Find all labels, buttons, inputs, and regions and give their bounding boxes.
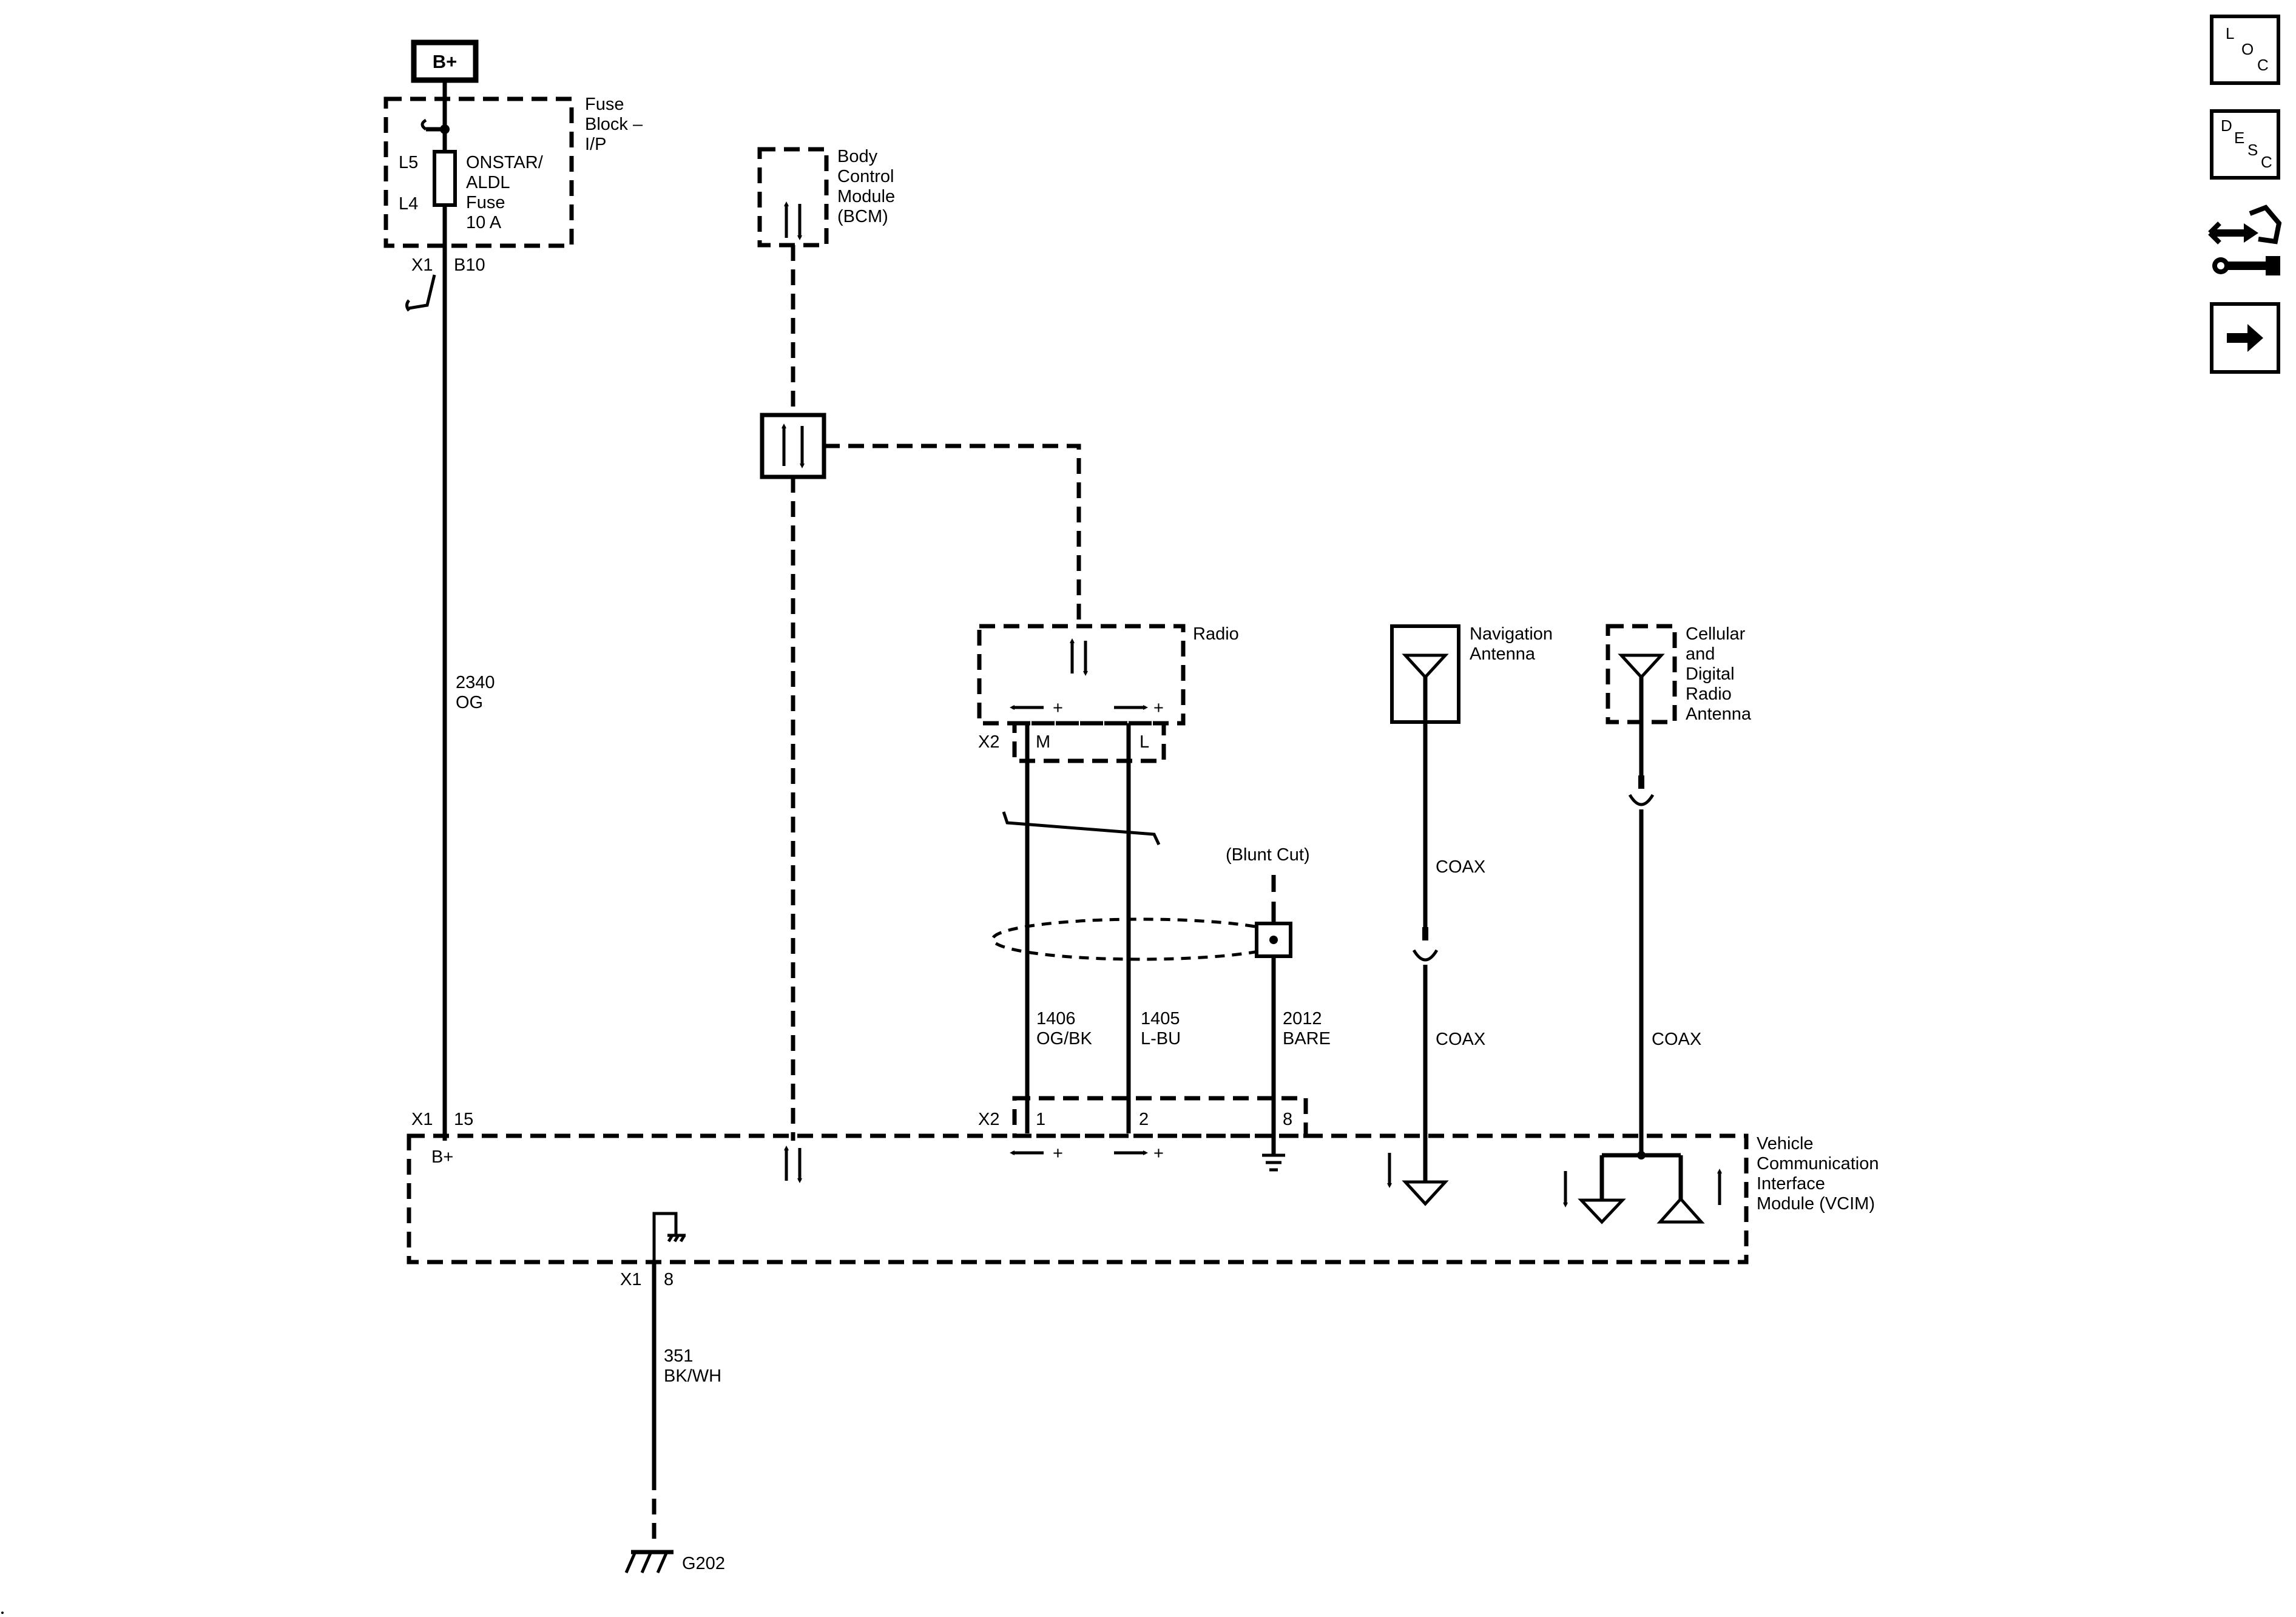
nav-coax-upper: COAX xyxy=(1436,857,1485,877)
description-view-button[interactable]: D E S C xyxy=(2210,109,2280,180)
loc-letter-c: C xyxy=(2257,56,2269,74)
bcm-label-4: (BCM) xyxy=(837,207,888,226)
fuse-position-top: L5 xyxy=(399,153,418,172)
ground-label: G202 xyxy=(682,1554,725,1573)
drain-circuit: 2012 xyxy=(1283,1009,1322,1028)
fuse-block: Fuse Block – I/P L5 L4 ONSTAR/ ALDL Fuse… xyxy=(383,80,643,275)
vcim-x1-pin15: 15 xyxy=(454,1110,473,1129)
radio-plus-a: + xyxy=(1053,698,1063,718)
vcim-label-1: Vehicle xyxy=(1757,1134,1814,1153)
vcim-label-4: Module (VCIM) xyxy=(1757,1194,1875,1214)
fuse-conn: X1 xyxy=(411,255,433,275)
fuse-label-3: Fuse xyxy=(466,193,505,212)
fuse-block-label-3: I/P xyxy=(585,135,606,154)
stray-dot xyxy=(1,1612,4,1614)
ground-wire-color: BK/WH xyxy=(664,1366,721,1386)
cell-antenna-label-5: Antenna xyxy=(1686,704,1752,724)
vcim-ground-pin: 8 xyxy=(664,1270,674,1289)
vcim-label-2: Communication xyxy=(1757,1154,1879,1173)
blunt-cut-label: (Blunt Cut) xyxy=(1226,845,1310,865)
body-control-module: Body Control Module (BCM) xyxy=(757,147,1081,1141)
power-wire: 2340 OG xyxy=(405,246,495,1141)
vcim-plus-a: + xyxy=(1053,1144,1063,1163)
cell-coax: COAX xyxy=(1652,1030,1701,1049)
diagnostic-tools-icon[interactable] xyxy=(2207,199,2283,275)
nav-coax-lower: COAX xyxy=(1436,1030,1485,1049)
bcm-label-2: Control xyxy=(837,167,894,186)
loc-letter-o: O xyxy=(2241,40,2254,58)
cell-antenna-label-1: Cellular xyxy=(1686,624,1746,644)
fuse-position-bottom: L4 xyxy=(399,194,418,214)
navigation-antenna: Navigation Antenna COAX COAX xyxy=(1387,624,1553,1206)
wire-a-circuit: 1406 xyxy=(1036,1009,1076,1028)
vcim-x2-pin2: 2 xyxy=(1139,1110,1149,1129)
fuse-label-2: ALDL xyxy=(466,173,510,192)
wire-a-color: OG/BK xyxy=(1036,1029,1093,1048)
radio-pin-l: L xyxy=(1140,732,1149,752)
loc-letter-l: L xyxy=(2226,24,2235,42)
desc-letter-d: D xyxy=(2221,116,2232,135)
desc-letter-s: S xyxy=(2247,141,2258,159)
ground-wire: 351 BK/WH G202 xyxy=(624,1262,725,1574)
fuse-label-4: 10 A xyxy=(466,213,502,232)
vcim-x2-pin8: 8 xyxy=(1283,1110,1292,1129)
fuse-block-label-2: Block – xyxy=(585,115,643,134)
radio-conn: X2 xyxy=(978,732,999,752)
power-wire-color: OG xyxy=(456,693,483,712)
cell-antenna-label-3: Digital xyxy=(1686,664,1735,684)
radio-pin-m: M xyxy=(1036,732,1050,752)
vcim-x2-pin1: 1 xyxy=(1036,1110,1045,1129)
right-arrow-icon xyxy=(2227,324,2263,352)
wire-b-color: L-BU xyxy=(1141,1029,1181,1048)
bcm-label-3: Module xyxy=(837,187,895,206)
desc-letter-e: E xyxy=(2234,129,2245,147)
battery-supply: B+ xyxy=(411,39,479,83)
radio-plus-b: + xyxy=(1153,698,1164,718)
bcm-label-1: Body xyxy=(837,147,878,166)
supply-label: B+ xyxy=(433,51,458,72)
desc-letter-c: C xyxy=(2261,153,2272,171)
location-view-button[interactable]: L O C xyxy=(2210,15,2280,85)
cell-antenna-label-4: Radio xyxy=(1686,684,1732,704)
radio-label: Radio xyxy=(1193,624,1239,644)
drain-color: BARE xyxy=(1283,1029,1331,1048)
fuse-label-1: ONSTAR/ xyxy=(466,153,544,172)
connector-wrench-icon xyxy=(2208,204,2282,275)
vcim-x1-conn: X1 xyxy=(411,1110,433,1129)
cellular-antenna: Cellular and Digital Radio Antenna COAX xyxy=(1563,624,1752,1224)
ground-wire-circuit: 351 xyxy=(664,1346,693,1366)
fuse-block-label-1: Fuse xyxy=(585,95,624,114)
fuse-pin: B10 xyxy=(454,255,485,275)
wire-b-circuit: 1405 xyxy=(1141,1009,1180,1028)
vcim-label-3: Interface xyxy=(1757,1174,1825,1193)
twisted-pair: (Blunt Cut) 1406 OG/BK 1405 L-BU 2012 BA… xyxy=(991,723,1331,1133)
nav-antenna-label-2: Antenna xyxy=(1470,644,1536,664)
nav-antenna-label-1: Navigation xyxy=(1470,624,1553,644)
vcim-power-label: B+ xyxy=(431,1147,453,1167)
power-wire-circuit: 2340 xyxy=(456,673,495,692)
next-page-button[interactable] xyxy=(2210,302,2280,374)
vcim-plus-b: + xyxy=(1153,1144,1164,1163)
vcim-x2-conn: X2 xyxy=(978,1110,999,1129)
vcim-ground-conn: X1 xyxy=(620,1270,641,1289)
radio: Radio + + X2 M L xyxy=(977,624,1239,763)
cell-antenna-label-2: and xyxy=(1686,644,1715,664)
vcim-module: Vehicle Communication Interface Module (… xyxy=(407,1096,1879,1289)
